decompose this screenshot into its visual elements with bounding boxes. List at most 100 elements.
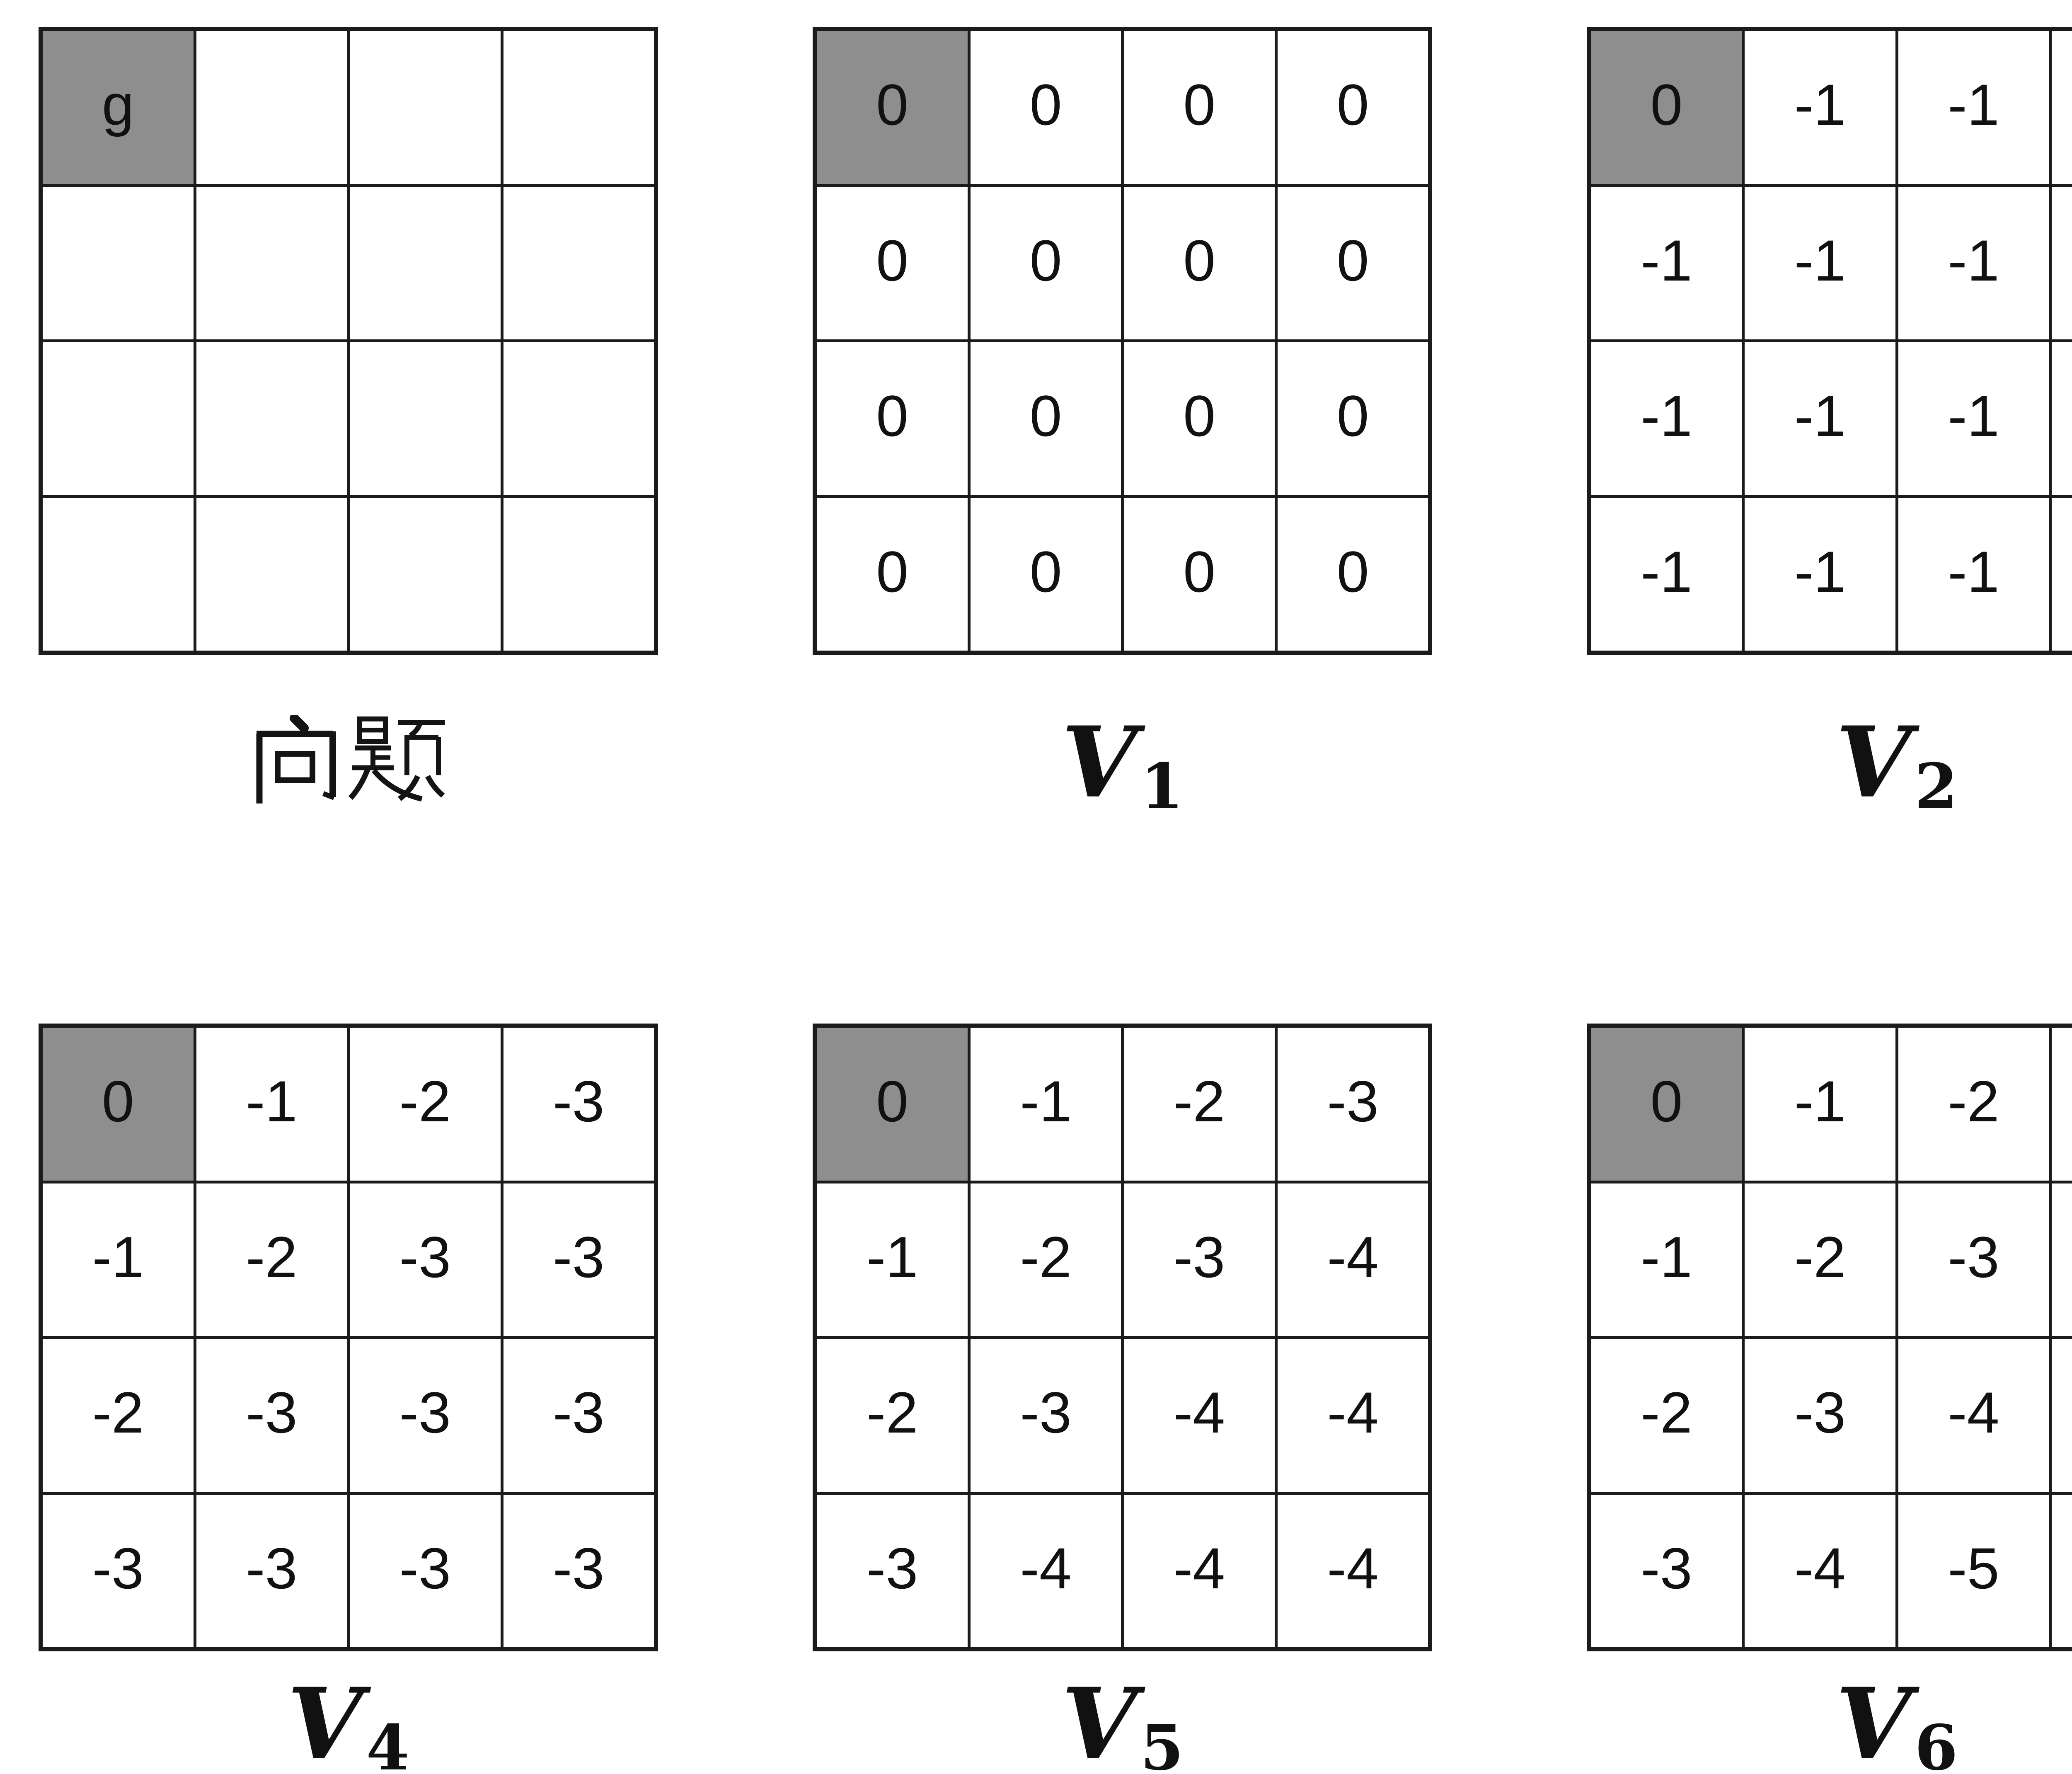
- grid-cell: -3: [503, 1028, 654, 1181]
- grid-cell: -3: [350, 1339, 501, 1492]
- cell-value: -3: [246, 1535, 298, 1601]
- grid-cell: -3: [817, 1494, 968, 1647]
- grid-cell: [196, 31, 347, 184]
- panel-label-problem: 问题: [251, 700, 446, 825]
- grid-cell: -1: [2052, 186, 2072, 339]
- cell-value: -4: [1948, 1380, 1999, 1445]
- grid-cell: 0: [1124, 342, 1275, 495]
- grid-cell: [43, 186, 194, 339]
- cell-value: -3: [553, 1380, 605, 1445]
- grid-cell: -1: [1898, 342, 2049, 495]
- cell-value: -5: [1948, 1535, 1999, 1601]
- cell-value: -2: [246, 1224, 298, 1290]
- cell-value: 0: [1183, 227, 1216, 293]
- grid-cell: -3: [503, 1494, 654, 1647]
- grid-cell: -4: [1745, 1494, 1895, 1647]
- grid-cell: -1: [1898, 498, 2049, 651]
- grid-cell: -2: [1898, 1028, 2049, 1181]
- grid-cell: 0: [817, 186, 968, 339]
- grid-cell: -1: [1745, 498, 1895, 651]
- grid-cell: 0: [1124, 31, 1275, 184]
- cell-value: -1: [1948, 383, 1999, 449]
- grid-cell: -3: [43, 1494, 194, 1647]
- cell-value: -3: [1020, 1380, 1072, 1445]
- grid-cell: 0: [1277, 342, 1428, 495]
- label-subscript: 2: [1915, 750, 1958, 823]
- grid-cell: -1: [2052, 31, 2072, 184]
- value-grid-v2: 0-1-1-1-1-1-1-1-1-1-1-1-1-1-1-1: [1587, 27, 2072, 655]
- cell-value: -1: [1948, 72, 1999, 138]
- cell-value: 0: [876, 383, 909, 449]
- label-base: V: [1061, 705, 1137, 820]
- cell-value: 0: [1029, 72, 1062, 138]
- grid-cell: -2: [196, 1183, 347, 1336]
- grid-cell: -1: [1745, 1028, 1895, 1181]
- grid-cell: 0: [1277, 31, 1428, 184]
- grid-cell: -2: [1591, 1339, 1742, 1492]
- grid-cell: -1: [43, 1183, 194, 1336]
- cell-value: 0: [102, 1069, 134, 1134]
- cell-value: -3: [1794, 1380, 1846, 1445]
- grid-cell: [43, 498, 194, 651]
- label-base: V: [1835, 705, 1912, 820]
- cell-value: -4: [1327, 1224, 1379, 1290]
- grid-cell: -4: [1124, 1494, 1275, 1647]
- grid-cell: -1: [2052, 342, 2072, 495]
- cell-value: 0: [876, 227, 909, 293]
- grid-cell: 0: [970, 498, 1121, 651]
- cell-value: -4: [1173, 1380, 1225, 1445]
- grid-cell: -2: [817, 1339, 968, 1492]
- value-grid-v6: 0-1-2-3-1-2-3-4-2-3-4-5-3-4-5-5: [1587, 1024, 2072, 1651]
- cell-value: 0: [1336, 383, 1369, 449]
- cell-value: -1: [92, 1224, 144, 1290]
- grid-cell: [503, 186, 654, 339]
- cell-value: -3: [866, 1535, 918, 1601]
- cell-value: -1: [1641, 227, 1692, 293]
- value-grid-v5: 0-1-2-3-1-2-3-4-2-3-4-4-3-4-4-4: [813, 1024, 1433, 1651]
- grid-cell: -2: [350, 1028, 501, 1181]
- grid-cell: 0: [817, 498, 968, 651]
- cell-value: -3: [1641, 1535, 1692, 1601]
- grid-cell: -4: [2052, 1183, 2072, 1336]
- cell-value: -3: [399, 1535, 451, 1601]
- cell-value: -3: [1948, 1224, 1999, 1290]
- grid-cell: -3: [1898, 1183, 2049, 1336]
- grid-cell: -3: [1745, 1339, 1895, 1492]
- cell-value: -4: [1173, 1535, 1225, 1601]
- grid-cell: [350, 186, 501, 339]
- grid-cell: -1: [1898, 186, 2049, 339]
- cell-value: 0: [1183, 72, 1216, 138]
- cell-value: -3: [399, 1380, 451, 1445]
- grid-cell: -4: [1898, 1339, 2049, 1492]
- label-subscript: 1: [1140, 750, 1184, 823]
- label-base: V: [1835, 1666, 1912, 1774]
- goal-cell: g: [43, 31, 194, 184]
- cell-value: -2: [1173, 1069, 1225, 1134]
- cell-value: -3: [553, 1224, 605, 1290]
- cell-value: -2: [1020, 1224, 1072, 1290]
- cell-value: -1: [1020, 1069, 1072, 1134]
- cell-value: -4: [1020, 1535, 1072, 1601]
- cell-value: -3: [1327, 1069, 1379, 1134]
- grid-cell: 0: [970, 342, 1121, 495]
- grid-cell: -5: [1898, 1494, 2049, 1647]
- cell-value: -4: [1327, 1380, 1379, 1445]
- cell-value: 0: [1336, 227, 1369, 293]
- grid-cell: -4: [1124, 1339, 1275, 1492]
- grid-cell: -1: [1591, 342, 1742, 495]
- grid-cell: [350, 31, 501, 184]
- cell-value: -1: [1794, 227, 1846, 293]
- panel-problem: g: [39, 27, 658, 825]
- grid-cell: 0: [1124, 186, 1275, 339]
- cell-value: -1: [1641, 539, 1692, 604]
- cell-value: -1: [1794, 72, 1846, 138]
- cell-value: -4: [1327, 1535, 1379, 1601]
- grid-cell: [503, 342, 654, 495]
- cell-value: -1: [866, 1224, 918, 1290]
- grid-cell: -3: [503, 1339, 654, 1492]
